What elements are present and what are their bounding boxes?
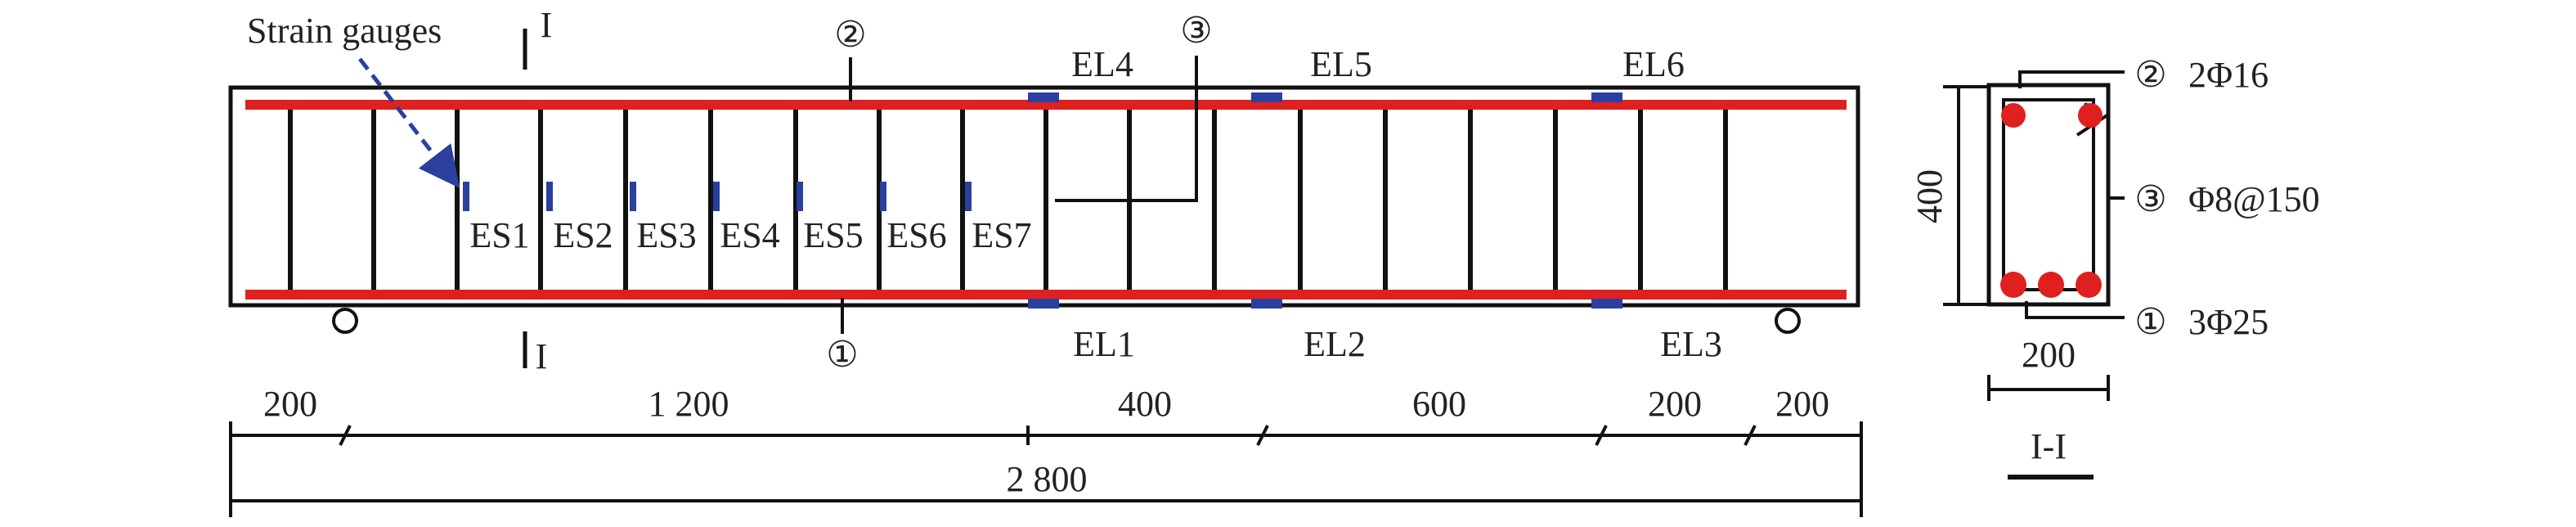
gauge-label-el6: EL6 [1622,44,1685,84]
top-rebar-right [2078,103,2103,128]
stirrup-gauge-label-3: ES3 [636,215,696,255]
section-stirrup: Φ8@150 [2188,179,2320,219]
dim-total: 2 800 [1007,459,1088,499]
gauge-pad-el6 [1591,92,1622,102]
section-title: I-I [2031,426,2067,466]
dim-tick-3 [1595,425,1608,446]
gauge-label-el2: EL2 [1304,324,1366,364]
longitudinal-gauge-pads [1028,92,1622,309]
stirrup-gauge-tick-6 [880,182,886,211]
gauge-pad-el5 [1251,92,1282,102]
section-width: 200 [2022,335,2076,375]
gauge-pad-el4 [1028,92,1059,102]
stirrup-marker: ③ [1180,11,1212,51]
strain-gauges-label: Strain gauges [247,11,442,51]
section-top-rebar-marker: ② [2134,55,2166,95]
stirrup-gauge-tick-5 [797,182,803,211]
gauge-pad-el3 [1591,299,1622,309]
gauge-label-el5: EL5 [1310,44,1372,84]
dim-seg-5: 200 [1648,384,1702,424]
dim-seg-6: 200 [1775,384,1829,424]
right-support [1775,308,1801,334]
top-rebar-leader [2018,70,2125,88]
bottom-rebar-mid [2038,272,2064,298]
bottom-rebar-right [2076,272,2102,298]
section-height: 400 [1910,169,1950,223]
section-cut-bottom-label: I [536,336,548,376]
gauge-pad-el1 [1028,299,1059,309]
stirrup-gauge-label-6: ES6 [886,215,946,255]
section-top-rebar: 2Φ16 [2188,55,2269,95]
stirrup-gauge-labels: ES1 ES2 ES3 ES4 ES5 ES6 ES7 [469,215,1031,255]
dim-tick-4 [1744,425,1757,446]
section-stirrup [2002,98,2095,291]
section-bottom-rebar: 3Φ25 [2188,302,2269,342]
gauge-label-el1: EL1 [1073,324,1135,364]
stirrup-gauge-label-4: ES4 [720,215,779,255]
bottom-bar-marker: ① [826,335,858,375]
stirrup-gauge-tick-4 [713,182,720,211]
dim-tick-1 [339,425,352,446]
gauge-pad-el2 [1251,299,1282,309]
stirrup-gauge-ticks [463,182,972,211]
section-stirrup-marker: ③ [2134,179,2166,219]
stirrup-gauge-label-1: ES1 [469,215,529,255]
top-bar-marker: ② [834,15,866,55]
strain-gauges-arrow [358,57,460,188]
bottom-rebar-leader [2025,301,2125,319]
section-bottom-rebar-marker: ① [2134,302,2166,342]
dim-tick-2 [1256,425,1269,446]
bottom-rebar-left [2000,272,2026,298]
stirrup-gauge-label-5: ES5 [803,215,863,255]
dimension-ticks [339,425,1757,446]
stirrup-gauge-label-2: ES2 [553,215,613,255]
stirrup-gauge-tick-7 [965,182,972,211]
stirrup-leader [1055,56,1198,202]
left-support [332,308,358,334]
dim-seg-2: 1 200 [648,384,729,424]
gauge-label-el3: EL3 [1660,324,1722,364]
stirrup-group [288,101,1728,298]
dim-seg-4: 600 [1412,384,1466,424]
dim-seg-1: 200 [263,384,317,424]
dimension-lines: 200 1 200 400 600 200 200 2 800 [229,384,1863,517]
section-cut-top-label: I [541,5,553,45]
stirrup-gauge-label-7: ES7 [972,215,1031,255]
stirrup-gauge-tick-1 [463,182,469,211]
top-rebar-left [2001,103,2026,128]
stirrup-gauge-tick-2 [546,182,553,211]
cross-section: 400 200 I-I ② 2Φ16 ③ Φ8@150 ① 3Φ25 [1910,55,2320,480]
gauge-label-el4: EL4 [1071,44,1133,84]
stirrup-gauge-tick-3 [630,182,636,211]
dim-seg-3: 400 [1118,384,1172,424]
section-outline [1986,83,2111,307]
